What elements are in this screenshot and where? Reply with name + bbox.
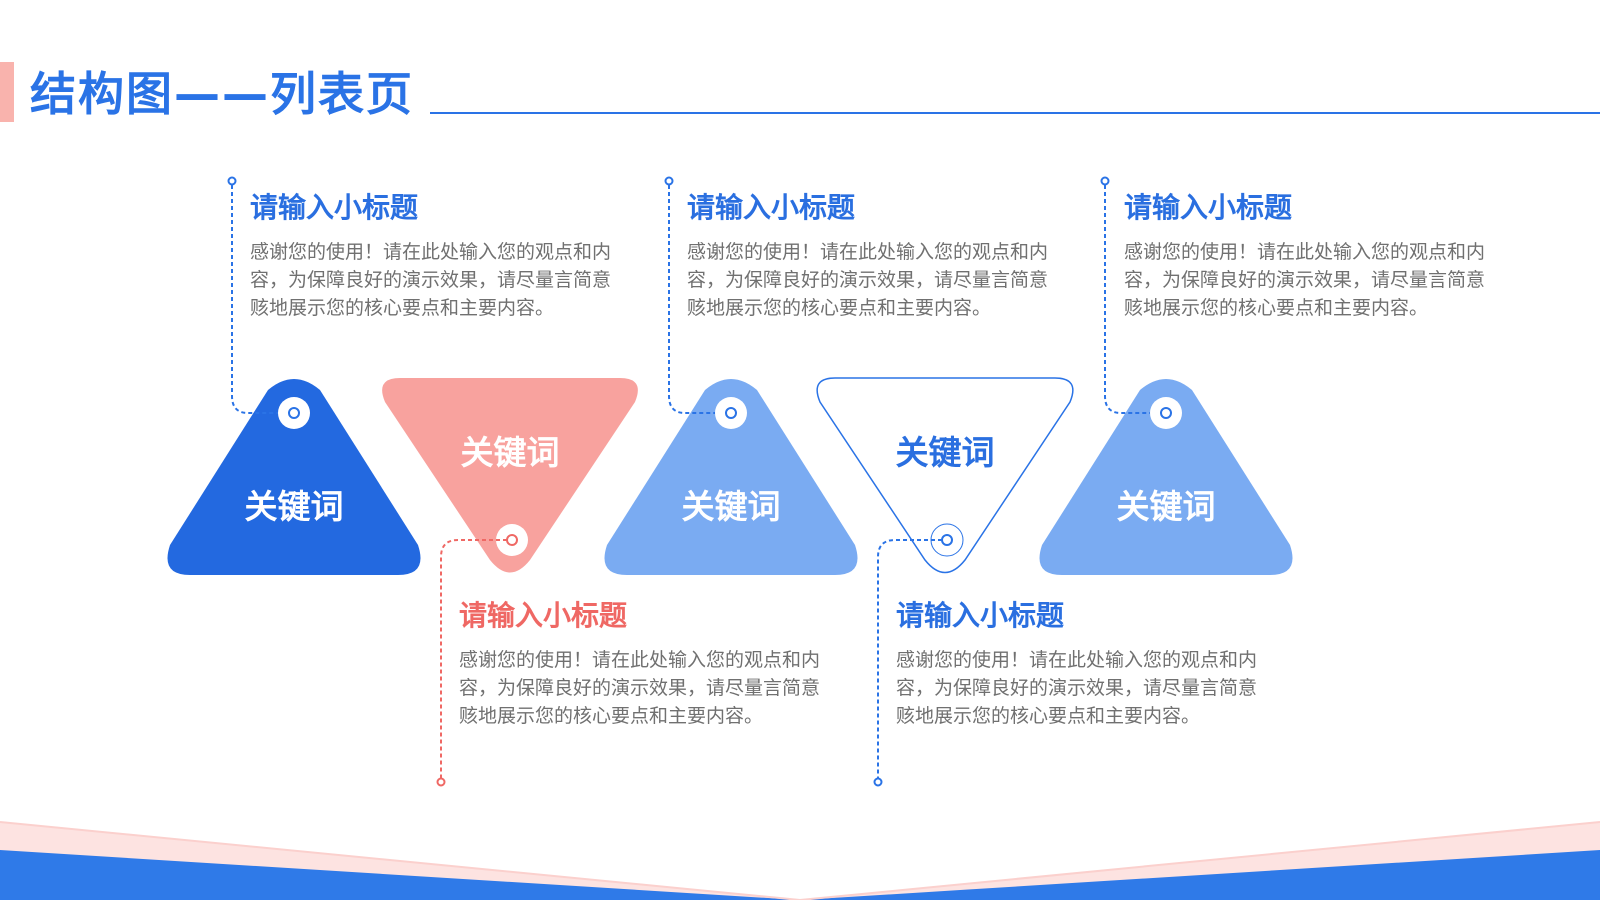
triangle-1 bbox=[167, 379, 421, 575]
title-underline bbox=[430, 112, 1600, 114]
triangle-4 bbox=[816, 377, 1074, 574]
text-block-2: 请输入小标题 感谢您的使用！请在此处输入您的观点和内容，为保障良好的演示效果，请… bbox=[459, 596, 829, 730]
body-text-1: 感谢您的使用！请在此处输入您的观点和内容，为保障良好的演示效果，请尽量言简意赅地… bbox=[250, 241, 612, 319]
text-block-5: 请输入小标题 感谢您的使用！请在此处输入您的观点和内容，为保障良好的演示效果，请… bbox=[1124, 188, 1494, 322]
keyword-1: 关键词 bbox=[244, 487, 344, 526]
connector-2 bbox=[436, 524, 528, 787]
body-text-3: 感谢您的使用！请在此处输入您的观点和内容，为保障良好的演示效果，请尽量言简意赅地… bbox=[687, 241, 1049, 319]
footer-decoration bbox=[0, 821, 1600, 900]
body-text-4: 感谢您的使用！请在此处输入您的观点和内容，为保障良好的演示效果，请尽量言简意赅地… bbox=[896, 649, 1258, 727]
keyword-2: 关键词 bbox=[460, 433, 560, 472]
subtitle-5: 请输入小标题 bbox=[1124, 191, 1293, 224]
text-block-1: 请输入小标题 感谢您的使用！请在此处输入您的观点和内容，为保障良好的演示效果，请… bbox=[250, 188, 620, 322]
header-accent-bar bbox=[0, 62, 14, 122]
triangle-5 bbox=[1039, 379, 1293, 575]
subtitle-3: 请输入小标题 bbox=[687, 191, 856, 224]
subtitle-4: 请输入小标题 bbox=[896, 599, 1065, 632]
body-text-5: 感谢您的使用！请在此处输入您的观点和内容，为保障良好的演示效果，请尽量言简意赅地… bbox=[1124, 241, 1486, 319]
text-block-4: 请输入小标题 感谢您的使用！请在此处输入您的观点和内容，为保障良好的演示效果，请… bbox=[896, 596, 1266, 730]
triangle-3 bbox=[604, 379, 858, 575]
connector-4 bbox=[873, 523, 964, 787]
subtitle-1: 请输入小标题 bbox=[250, 191, 419, 224]
page-title: 结构图——列表页 bbox=[30, 67, 414, 121]
connector-1 bbox=[227, 176, 310, 429]
connector-3 bbox=[664, 176, 747, 429]
text-block-3: 请输入小标题 感谢您的使用！请在此处输入您的观点和内容，为保障良好的演示效果，请… bbox=[687, 188, 1057, 322]
triangle-2 bbox=[382, 378, 638, 573]
keyword-4: 关键词 bbox=[895, 433, 995, 472]
subtitle-2: 请输入小标题 bbox=[459, 599, 628, 632]
body-text-2: 感谢您的使用！请在此处输入您的观点和内容，为保障良好的演示效果，请尽量言简意赅地… bbox=[459, 649, 821, 727]
connector-5 bbox=[1100, 176, 1182, 429]
keyword-5: 关键词 bbox=[1116, 487, 1216, 526]
keyword-3: 关键词 bbox=[681, 487, 781, 526]
